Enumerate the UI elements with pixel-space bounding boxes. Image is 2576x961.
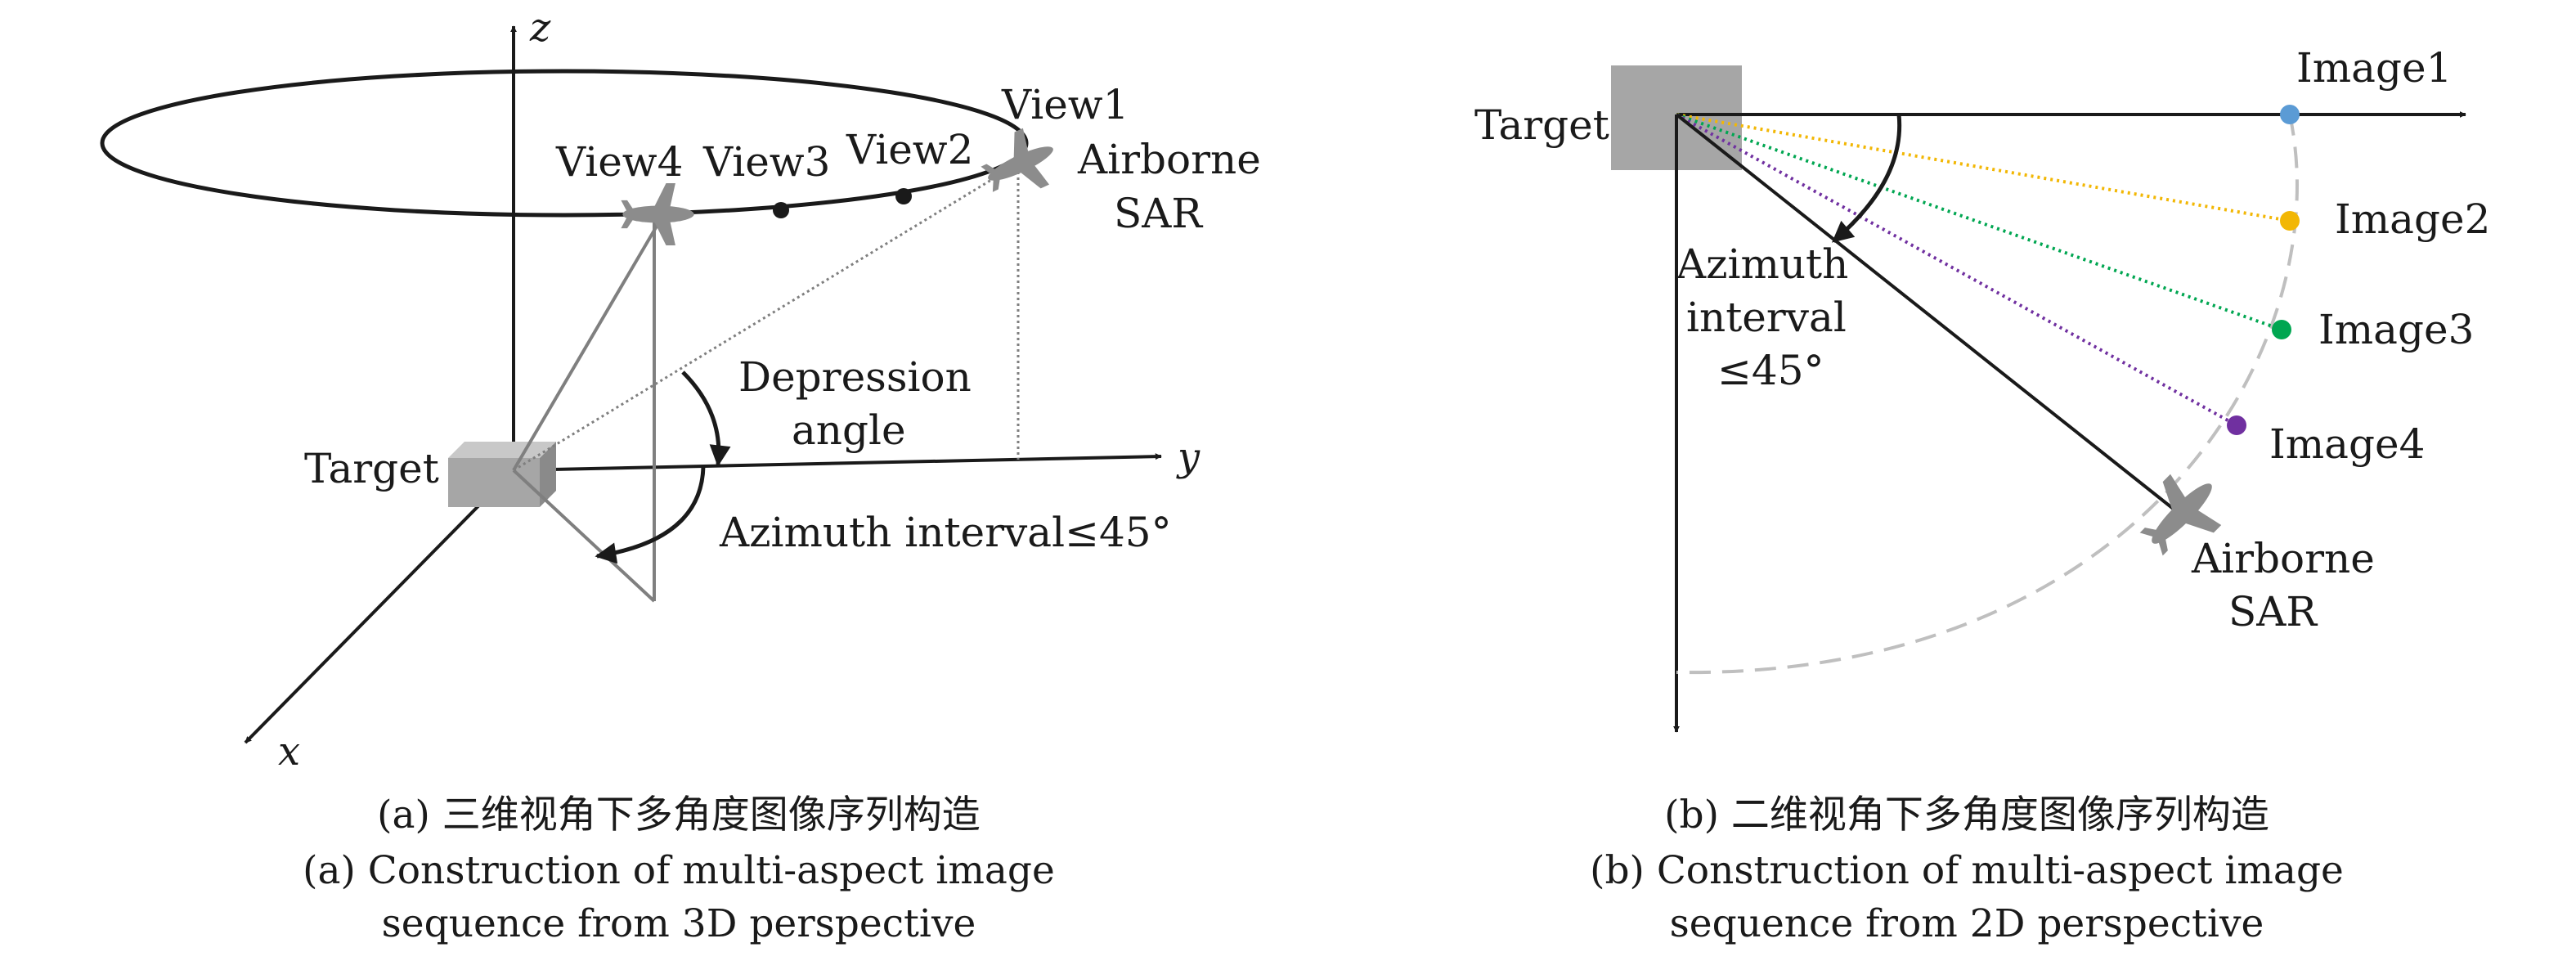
image1-point: [2280, 105, 2300, 124]
caption-a-line1: (a) 三维视角下多角度图像序列构造: [377, 793, 981, 838]
x-axis: [244, 469, 515, 744]
line-to-image3: [1676, 113, 2282, 331]
depression-angle-arc: [681, 370, 731, 467]
azimuth-interval-arc: [595, 465, 706, 564]
aircraft-view4-icon: [621, 183, 694, 245]
caption-b-line3: sequence from 2D perspective: [1670, 901, 2264, 946]
view1-label: View1: [1001, 81, 1129, 128]
y-axis: [513, 453, 1162, 472]
panel-a: z y x Target View1 View2 View3 View4 Air…: [100, 5, 1261, 946]
image1-label: Image1: [2296, 44, 2452, 92]
line-target-view1: [513, 162, 1019, 472]
line-to-image4: [1676, 113, 2237, 427]
axis-label-x: x: [278, 729, 300, 775]
sar-label-a-line1: Airborne: [1077, 136, 1261, 183]
image2-label: Image2: [2335, 195, 2490, 243]
aircraft-view1-icon: [973, 120, 1066, 208]
image4-label: Image4: [2269, 420, 2425, 468]
azimuth-interval-arc-b: [1832, 114, 1902, 243]
image2-point: [2280, 211, 2300, 231]
caption-a-line2: (a) Construction of multi-aspect image: [303, 848, 1055, 893]
line-to-image2: [1676, 113, 2291, 222]
panel-b: Target Image1 Image2 Image3 Image4 Airbo…: [1474, 44, 2490, 946]
image3-point: [2272, 320, 2291, 339]
caption-b-line2: (b) Construction of multi-aspect image: [1590, 848, 2344, 893]
axis-label-z: z: [529, 5, 551, 51]
azimuth-label-b-line1: Azimuth: [1676, 240, 1848, 288]
view2-label: View2: [846, 126, 973, 173]
azimuth-label-b-line2: interval: [1686, 294, 1847, 341]
view2-point: [895, 188, 912, 204]
caption-b-line1: (b) 二维视角下多角度图像序列构造: [1664, 793, 2269, 838]
line-to-sar-b: [1675, 113, 2181, 515]
image3-label: Image3: [2318, 306, 2474, 353]
depression-label-line1: Depression: [738, 353, 972, 401]
view4-label: View4: [555, 138, 683, 186]
sar-label-a-line2: SAR: [1114, 190, 1203, 237]
target-label-a: Target: [304, 445, 439, 492]
axis-label-y: y: [1176, 434, 1200, 480]
line-target-proj-view4: [512, 469, 656, 603]
azimuth-label-b-line3: ≤45°: [1717, 347, 1824, 394]
orbit-ellipse: [100, 69, 1029, 218]
target-cube: [448, 442, 556, 507]
view3-label: View3: [702, 138, 830, 186]
sar-label-b-line1: Airborne: [2191, 535, 2375, 582]
line-target-view4: [512, 218, 662, 472]
depression-label-line2: angle: [792, 406, 906, 454]
sar-label-b-line2: SAR: [2228, 588, 2318, 635]
view3-point: [773, 202, 789, 218]
caption-a-line3: sequence from 3D perspective: [382, 901, 976, 946]
target-label-b: Target: [1474, 101, 1609, 149]
image4-point: [2227, 415, 2246, 435]
azimuth-label-a: Azimuth interval≤45°: [719, 509, 1172, 556]
